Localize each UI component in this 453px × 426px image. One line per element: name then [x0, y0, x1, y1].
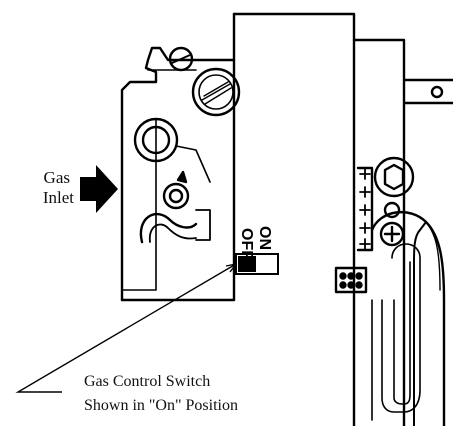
callout-leader-lines: [15, 263, 237, 393]
terminal-strip: [356, 166, 374, 252]
callout-text-line2: Shown in "On" Position: [84, 397, 238, 414]
callout-text-line1: Gas Control Switch: [84, 373, 210, 390]
flange-screw-large: [191, 67, 241, 117]
inlet-boss-small: [162, 170, 190, 210]
upper-left-flange: [120, 46, 236, 302]
switch-off-label: OFF: [238, 228, 255, 260]
terminal-screw-hex: [373, 156, 415, 198]
right-connector-bracket: [403, 78, 453, 105]
terminal-screw-small: [383, 201, 401, 219]
terminal-block-small: [334, 266, 368, 294]
inlet-hook: [139, 209, 211, 244]
flange-screw-small: [168, 46, 194, 72]
inlet-boss-upper: [133, 117, 211, 183]
valve-body: [120, 12, 406, 426]
switch-slider[interactable]: [238, 256, 256, 272]
terminal-screw-plus: [379, 221, 405, 247]
gas-inlet-arrow: [80, 165, 118, 213]
gas-inlet-label-line1: Gas: [44, 168, 70, 187]
switch-on-label: ON: [256, 226, 273, 250]
gas-control-switch[interactable]: [235, 253, 279, 275]
pilot-tube-loop: [353, 210, 446, 426]
gas-inlet-label-line2: Inlet: [43, 188, 74, 207]
